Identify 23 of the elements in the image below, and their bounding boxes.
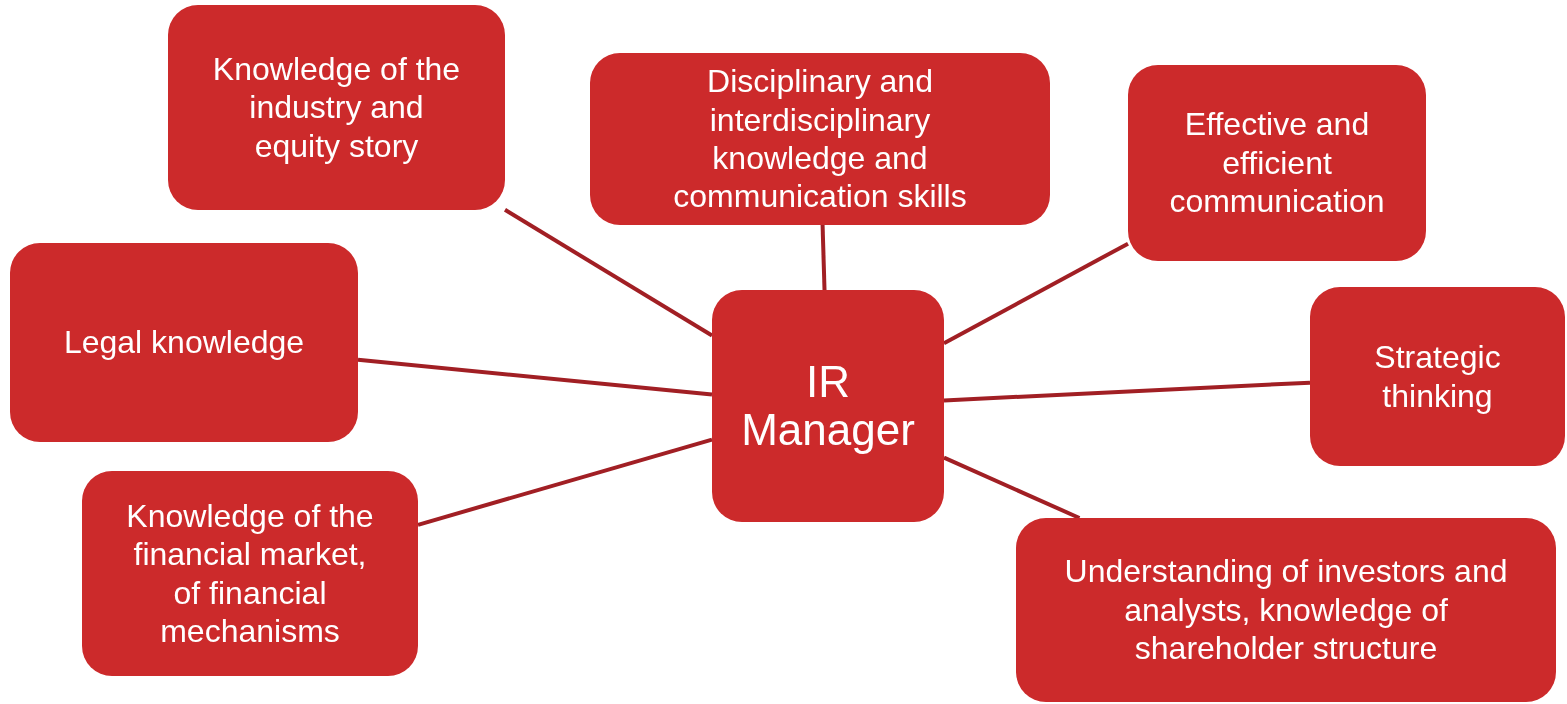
- connector-line: [503, 208, 714, 338]
- box-text: Knowledge of the industry and equity story: [211, 49, 462, 166]
- skill-box: [1310, 287, 1565, 466]
- skill-box: [168, 5, 505, 210]
- connector-line: [357, 357, 713, 397]
- box-text: IR Manager: [740, 357, 916, 455]
- connector-line: [943, 241, 1129, 345]
- skill-box: [590, 53, 1050, 225]
- skill-box: [712, 290, 944, 522]
- box-text: Strategic thinking: [1373, 338, 1502, 415]
- skill-box: [10, 243, 358, 442]
- box-text: Disciplinary and interdisciplinary knowledge and communication skills: [672, 62, 968, 216]
- skill-box: [1016, 518, 1556, 702]
- skill-box: [1128, 65, 1426, 261]
- box-text: Legal knowledge: [63, 323, 305, 362]
- connector-line: [943, 380, 1311, 403]
- skill-box: [82, 471, 418, 676]
- connector-line: [820, 224, 827, 291]
- connector-line: [943, 455, 1081, 520]
- box-text: Effective and efficient communication: [1168, 105, 1386, 221]
- box-text: Knowledge of the financial market, of financial mechanisms: [125, 496, 375, 651]
- box-text: Understanding of investors and analysts, knowledge of shareholder structure: [1063, 552, 1509, 668]
- connector-line: [417, 437, 713, 527]
